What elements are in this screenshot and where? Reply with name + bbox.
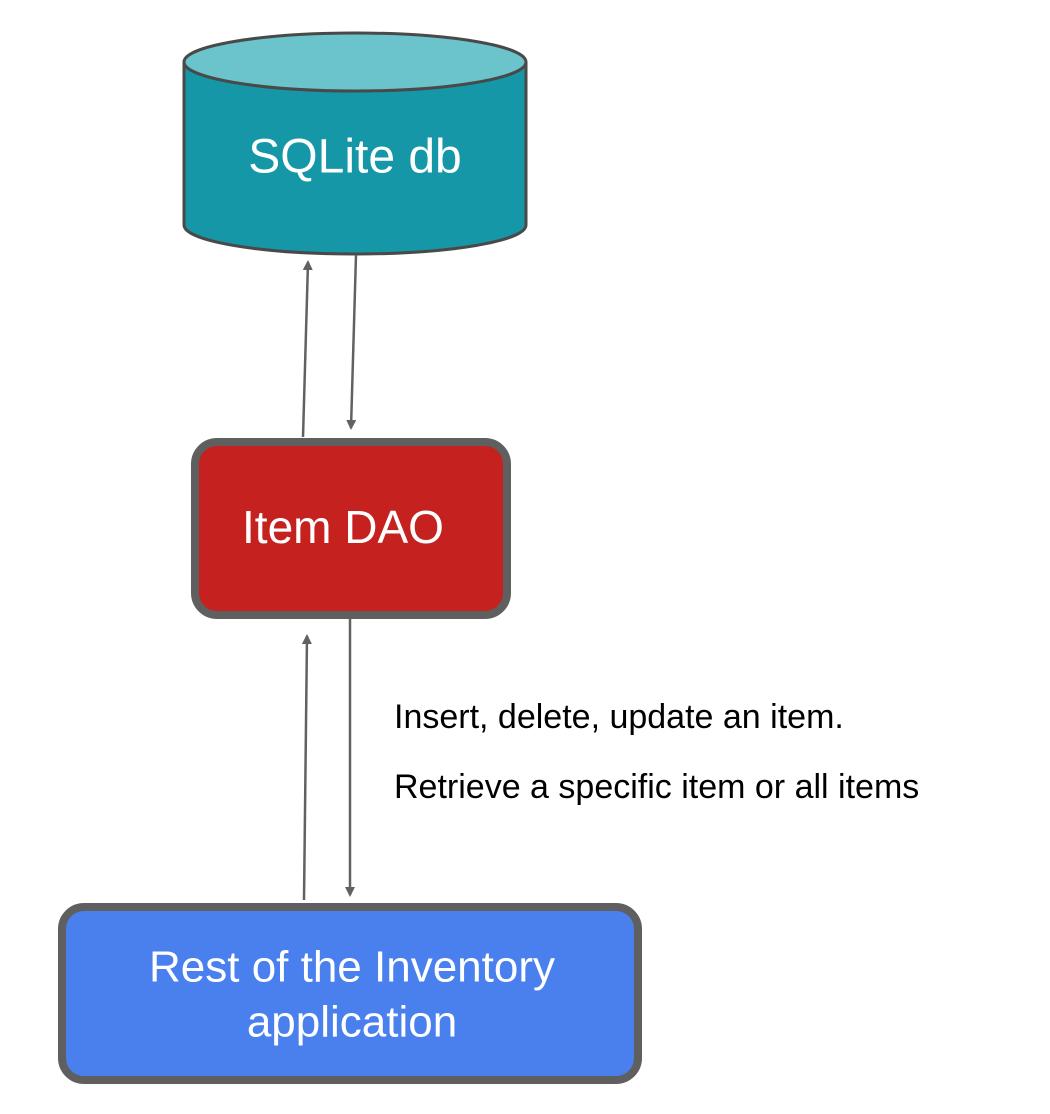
item-dao-node: Item DAO	[191, 438, 511, 619]
item-dao-label: Item DAO	[242, 501, 444, 553]
operations-annotation-line-1: Insert, delete, update an item.	[394, 698, 844, 736]
item-dao-box	[191, 438, 511, 619]
arrow-app-to-dao	[301, 634, 312, 901]
database-cylinder-body	[182, 62, 528, 256]
database-label: SQLite db	[248, 131, 461, 184]
inventory-app-node: Rest of the Inventory application	[58, 903, 642, 1084]
arrow-db-to-dao	[346, 254, 358, 430]
inventory-app-label-line-2: application	[247, 998, 457, 1047]
inventory-app-box	[58, 903, 642, 1084]
database-cylinder-top	[182, 31, 528, 93]
arrow-dao-to-db	[301, 260, 313, 438]
inventory-app-label-line-1: Rest of the Inventory	[149, 943, 555, 992]
operations-annotation-line-2: Retrieve a specific item or all items	[394, 768, 920, 806]
sqlite-db-node: SQLite db	[182, 31, 528, 256]
